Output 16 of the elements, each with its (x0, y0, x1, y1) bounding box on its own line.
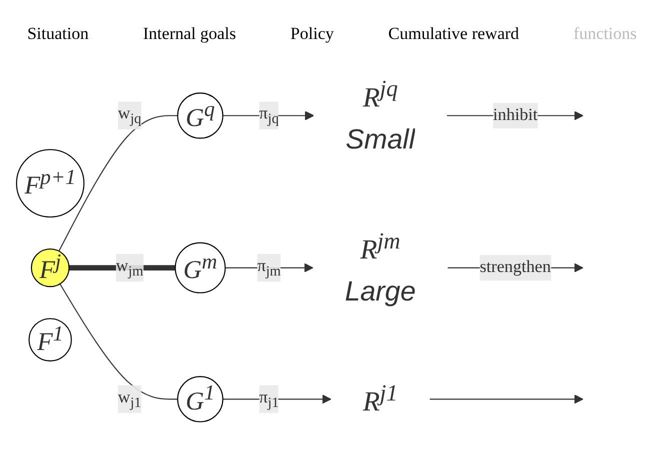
node-circle: G$^{q}$ (177, 92, 224, 138)
node-text: R$^{jm}$ Large (345, 227, 416, 306)
node-circle: F$^{1}$ (28, 318, 72, 361)
node-circle: G$^{1}$ (177, 376, 224, 422)
connector-line (58, 114, 178, 251)
connector-line (60, 283, 178, 400)
node-circle: F$^{p+1}$ (16, 148, 85, 218)
background-text: functions (573, 24, 637, 44)
node-circle: F$^{j}$ (31, 248, 70, 287)
column-heading: Policy (290, 24, 334, 44)
arrow (430, 394, 584, 404)
column-heading: Situation (27, 24, 89, 44)
column-heading: Cumulative reward (388, 24, 520, 44)
node-text: R$^{j1}$ (363, 380, 398, 417)
node-circle: G$^{m}$ (175, 242, 226, 293)
column-heading: Internal goals (143, 24, 236, 44)
